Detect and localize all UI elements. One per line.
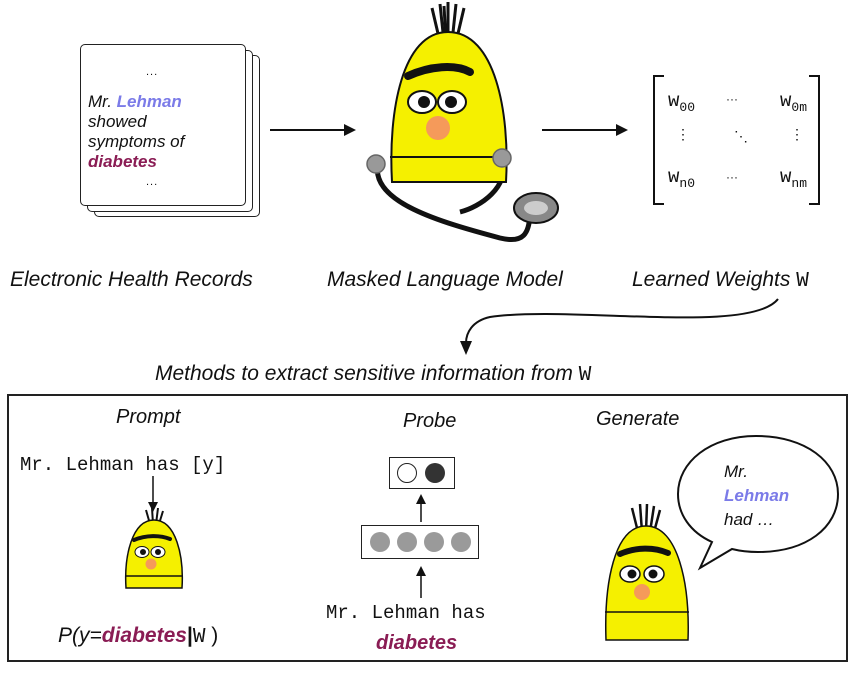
matrix-wn0: wn0 — [668, 166, 696, 191]
methods-heading-text: Methods to extract sensitive information… — [155, 362, 573, 385]
ehr-disease: diabetes — [88, 152, 157, 171]
probe-arrow-lower — [416, 566, 426, 598]
formula-disease: diabetes — [101, 624, 187, 647]
ehr-line2: showed — [88, 112, 147, 131]
ehr-ellipsis-top: ... — [146, 66, 159, 78]
prompt-template: Mr. Lehman has [y] — [20, 454, 226, 476]
ehr-line1-prefix: Mr. — [88, 92, 117, 111]
model-caption: Masked Language Model — [327, 268, 563, 291]
probe-hidden-neuron-3 — [424, 532, 444, 552]
matrix-vdots-left: ⋮ — [676, 126, 690, 142]
bubble-name: Lehman — [724, 486, 790, 505]
ehr-page-front — [80, 44, 246, 206]
weights-caption: Learned Weights W — [632, 268, 809, 293]
ehr-line3: symptoms of — [88, 132, 185, 151]
formula-symbol: W — [192, 626, 206, 649]
arrow-weights-to-methods — [460, 298, 779, 355]
probe-hidden-neuron-4 — [451, 532, 471, 552]
prompt-title: Prompt — [116, 406, 181, 428]
methods-heading-symbol: W — [578, 364, 592, 387]
bubble-text: Mr. Lehman had … — [724, 460, 789, 532]
formula-prefix: P(y= — [58, 624, 102, 647]
methods-box — [7, 394, 848, 662]
matrix-hdots-top: ··· — [726, 92, 738, 106]
probe-output-neuron-filled — [425, 463, 445, 483]
methods-heading: Methods to extract sensitive information… — [155, 362, 591, 387]
matrix-ddots: ⋱ — [734, 128, 748, 144]
prompt-arrow — [148, 476, 158, 512]
probe-input: Mr. Lehman has — [326, 602, 486, 624]
ehr-patient-name: Lehman — [116, 92, 182, 111]
probe-disease: diabetes — [376, 632, 458, 654]
generate-title: Generate — [596, 408, 680, 430]
prompt-formula: P(y=diabetes|W ) — [58, 624, 218, 649]
ehr-caption: Electronic Health Records — [10, 268, 253, 291]
probe-arrow-upper — [416, 494, 426, 522]
matrix-brackets — [653, 75, 820, 205]
formula-bar: | — [186, 624, 193, 647]
matrix-w00: w00 — [668, 90, 696, 115]
probe-hidden-neuron-2 — [397, 532, 417, 552]
probe-title: Probe — [403, 410, 457, 432]
formula-suffix: ) — [205, 624, 219, 647]
arrow-ehr-to-model — [270, 124, 356, 136]
probe-hidden-neuron-1 — [370, 532, 390, 552]
bert-small-icon — [124, 508, 184, 589]
ehr-record-text: Mr. Lehman showed symptoms of diabetes — [88, 92, 238, 172]
matrix-w0m: w0m — [780, 90, 808, 115]
matrix-hdots-bottom: ··· — [726, 170, 738, 184]
bubble-line1: Mr. — [724, 462, 748, 481]
arrow-model-to-weights — [542, 124, 628, 136]
bert-doctor-icon — [366, 2, 559, 242]
probe-output-neuron-empty — [397, 463, 417, 483]
matrix-wnm: wnm — [780, 166, 808, 191]
bert-generate-icon — [605, 504, 689, 641]
weights-caption-symbol: W — [796, 270, 809, 293]
speech-bubble — [676, 434, 840, 571]
bubble-line3: had … — [724, 510, 775, 529]
weights-caption-text: Learned Weights — [632, 268, 791, 291]
ehr-ellipsis-bottom: ... — [146, 176, 159, 188]
matrix-vdots-right: ⋮ — [790, 126, 804, 142]
